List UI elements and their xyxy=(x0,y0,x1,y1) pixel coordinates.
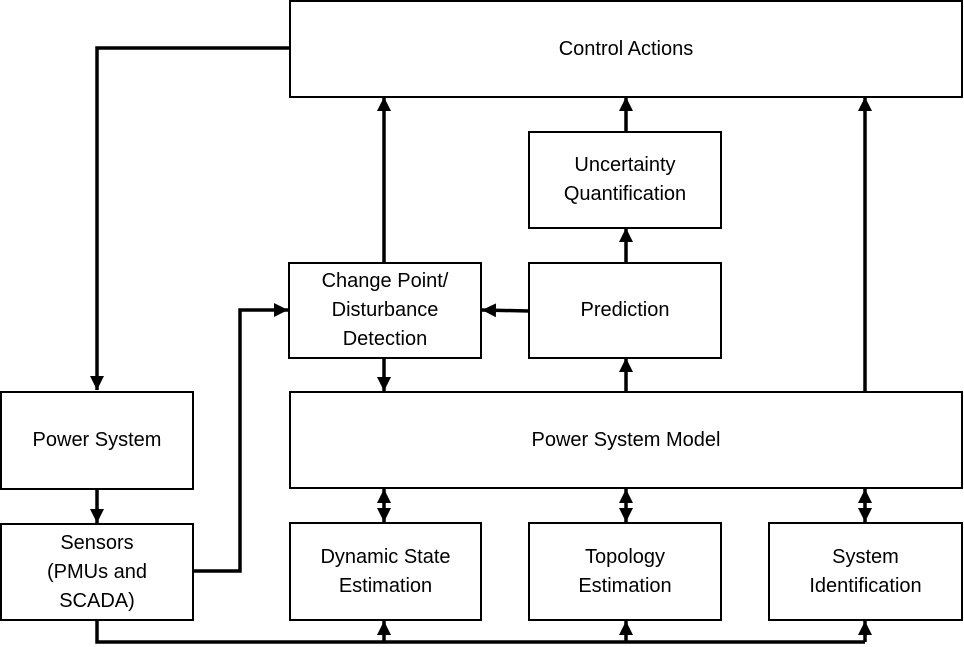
sensors-box: Sensors (PMUs and SCADA) xyxy=(0,523,194,621)
dynamic-state-estimation-box: Dynamic State Estimation xyxy=(289,522,482,621)
control-actions-label: Control Actions xyxy=(558,37,694,60)
prediction-box: Prediction xyxy=(528,262,722,359)
arrow-sensors-to-change-point xyxy=(193,303,288,573)
change-point-detection-box: Change Point/ Disturbance Detection xyxy=(288,262,482,359)
topology-estimation-label: Topology Estimation xyxy=(578,545,672,597)
sensors-label: Sensors (PMUs and SCADA) xyxy=(46,531,148,612)
prediction-label: Prediction xyxy=(580,299,670,321)
arrow-control-to-power-system xyxy=(90,46,290,390)
uncertainty-quantification-box: Uncertainty Quantification xyxy=(528,131,722,229)
arrow-prediction-to-change-point xyxy=(481,303,530,318)
power-system-box: Power System xyxy=(0,391,194,490)
dynamic-state-estimation-label: Dynamic State Estimation xyxy=(320,545,451,597)
uncertainty-quantification-label: Uncertainty Quantification xyxy=(563,154,687,205)
change-point-detection-label: Change Point/ Disturbance Detection xyxy=(321,270,449,350)
topology-estimation-box: Topology Estimation xyxy=(528,522,722,621)
power-system-model-box: Power System Model xyxy=(289,391,963,489)
system-identification-box: System Identification xyxy=(768,522,963,621)
control-actions-box: Control Actions xyxy=(289,0,963,98)
power-system-label: Power System xyxy=(32,429,162,451)
system-identification-label: System Identification xyxy=(809,545,922,597)
sensor-bus-line xyxy=(95,620,865,644)
power-system-model-label: Power System Model xyxy=(531,428,721,451)
